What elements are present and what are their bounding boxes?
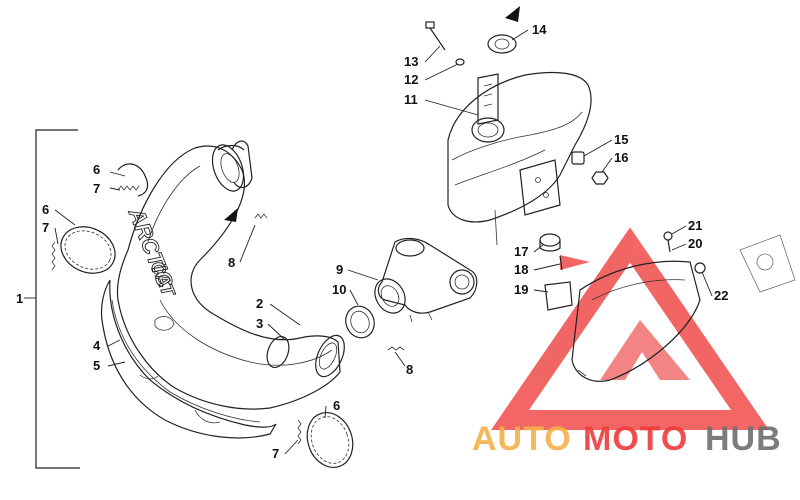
spring-right [387,346,405,351]
callout-18: 18 [514,262,528,277]
callout-13: 13 [404,54,418,69]
watermark-flag-icon [560,255,590,270]
callout-7-left: 7 [42,220,49,235]
nut [591,171,609,185]
clamp-bottom [306,412,354,468]
callout-5: 5 [93,358,100,373]
callout-7-top: 7 [93,181,100,196]
deflector-nut [694,262,706,274]
callout-1: 1 [16,291,23,306]
callout-11: 11 [404,92,418,107]
clamp-left-top [117,163,149,197]
clamp-left-mid [60,226,116,274]
spring-left-mid [51,241,56,271]
watermark-triangle-icon [491,227,769,430]
callout-19: 19 [514,282,528,297]
watermark-auto: AUTO [472,420,572,458]
callout-9: 9 [336,262,343,277]
callout-7-bottom: 7 [272,446,279,461]
bushing [571,151,585,165]
watermark-inner-triangle-icon [600,320,690,380]
callouts: 1 2 3 4 5 6 6 6 7 7 7 8 8 9 10 11 12 13 … [16,22,728,461]
callout-2: 2 [256,296,263,311]
spring-upper-mid [254,213,268,219]
mount-bolt [559,255,563,271]
arrow-marker-icon [505,6,520,22]
washer [455,58,465,66]
exhaust-manifold [374,237,478,323]
watermark-text: AUTO MOTO HUB [472,420,782,458]
deflector-bolt [663,231,673,253]
watermark-moto: MOTO [583,420,688,458]
callout-10: 10 [332,282,346,297]
callout-15: 15 [614,132,628,147]
callout-8-right: 8 [406,362,413,377]
callout-3: 3 [256,316,263,331]
expansion-chamber: ARCTIC CAT [116,140,345,410]
callout-21: 21 [688,218,702,233]
callout-16: 16 [614,150,628,165]
mount-bracket [544,281,573,311]
callout-6-top: 6 [93,162,100,177]
callout-4: 4 [93,338,101,353]
callout-6-left: 6 [42,202,49,217]
manifold-seal [345,305,375,339]
leader-lines [54,29,713,455]
heat-shield [100,279,277,439]
spring-left-top [117,185,140,191]
callout-22: 22 [714,288,728,303]
callout-6-bottom: 6 [333,398,340,413]
watermark-logo [491,227,769,430]
grommet [487,34,517,54]
muffler [447,71,592,246]
callout-20: 20 [688,236,702,251]
rubber-mount [539,233,561,252]
callout-14: 14 [532,22,547,37]
watermark-hub: HUB [705,420,782,458]
spring-bottom [297,419,302,445]
callout-12: 12 [404,72,418,87]
callout-17: 17 [514,244,528,259]
heat-deflector [571,260,701,382]
bolt [425,21,446,51]
callout-8-top: 8 [228,255,235,270]
assembly-bracket [24,129,80,469]
mounting-plate [739,234,796,293]
arrow-marker-icon [224,208,238,222]
